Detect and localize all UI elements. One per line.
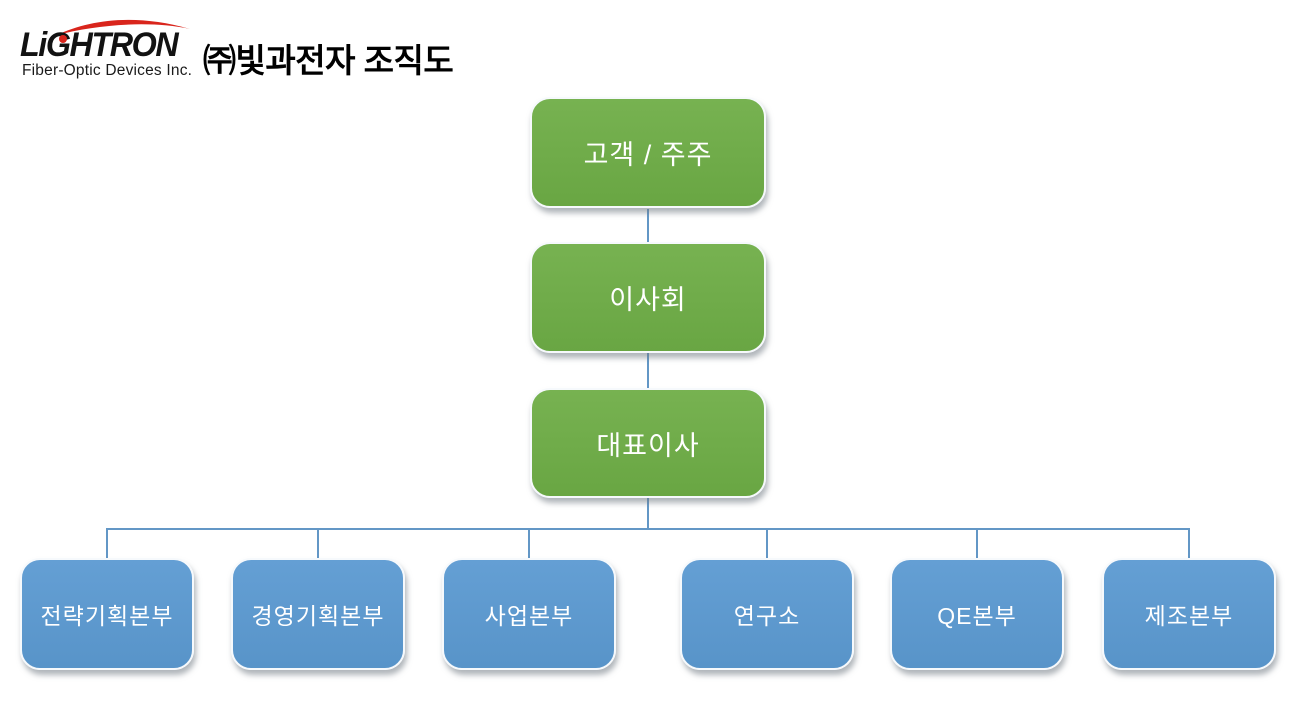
org-node-label: 대표이사 bbox=[596, 430, 700, 461]
org-node-qe-hq: QE본부 bbox=[890, 558, 1064, 670]
org-node-management-planning-hq: 경영기획본부 bbox=[231, 558, 405, 670]
org-node-customers-shareholders: 고객 / 주주 bbox=[530, 97, 766, 208]
org-node-research-institute: 연구소 bbox=[680, 558, 854, 670]
logo-tagline: Fiber-Optic Devices Inc. bbox=[22, 62, 193, 79]
org-node-label: 이사회 bbox=[609, 285, 687, 315]
org-node-label: 고객 / 주주 bbox=[583, 140, 713, 170]
org-node-label: 경영기획본부 bbox=[251, 603, 385, 629]
connector-drop-research-institute bbox=[766, 530, 768, 559]
connector-drop-qe bbox=[976, 530, 978, 559]
org-node-label: 사업본부 bbox=[484, 603, 574, 629]
logo-brand-text: LiGHTRON bbox=[20, 26, 179, 64]
org-node-board-of-directors: 이사회 bbox=[530, 242, 766, 353]
connector-drop-business bbox=[528, 530, 530, 559]
logo-swoosh-icon bbox=[57, 19, 190, 35]
lightron-logo: LiGHTRON Fiber-Optic Devices Inc. bbox=[20, 12, 220, 84]
org-node-label: 전략기획본부 bbox=[40, 603, 174, 629]
connector-branch-bar bbox=[106, 528, 1190, 530]
org-node-label: QE본부 bbox=[937, 603, 1017, 629]
connector-ceo-to-branch-bar bbox=[647, 497, 649, 529]
connector-drop-strategic-planning bbox=[106, 530, 108, 559]
connector-drop-manufacturing bbox=[1188, 530, 1190, 559]
connector-drop-management-planning bbox=[317, 530, 319, 559]
org-node-strategic-planning-hq: 전략기획본부 bbox=[20, 558, 194, 670]
logo-red-dot-icon bbox=[59, 35, 67, 43]
connector-customers-to-board bbox=[647, 209, 649, 243]
org-node-ceo: 대표이사 bbox=[530, 388, 766, 498]
org-node-label: 제조본부 bbox=[1144, 603, 1234, 629]
org-node-business-hq: 사업본부 bbox=[442, 558, 616, 670]
org-node-label: 연구소 bbox=[733, 603, 801, 629]
connector-board-to-ceo bbox=[647, 353, 649, 389]
page-title: ㈜빛과전자 조직도 bbox=[203, 42, 454, 79]
org-node-manufacturing-hq: 제조본부 bbox=[1102, 558, 1276, 670]
